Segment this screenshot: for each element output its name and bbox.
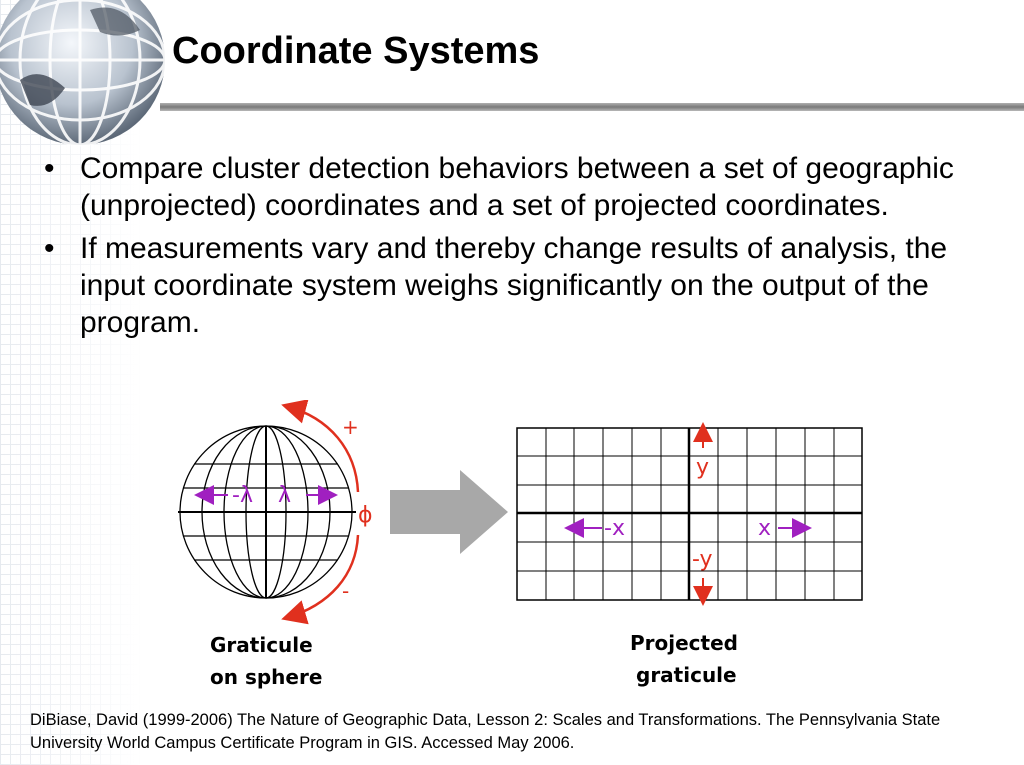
sphere-caption-1: Graticule — [210, 633, 313, 657]
bullet-item: • If measurements vary and thereby chang… — [44, 230, 999, 341]
x-label: x — [758, 516, 771, 541]
slide-title: Coordinate Systems — [172, 30, 540, 72]
grid-caption-1: Projected — [630, 631, 738, 655]
projected-grid — [516, 427, 863, 601]
citation-text: DiBiase, David (1999-2006) The Nature of… — [30, 711, 941, 752]
grid-caption-2: graticule — [636, 663, 737, 687]
bullet-text: Compare cluster detection behaviors betw… — [80, 152, 954, 222]
bullet-list: • Compare cluster detection behaviors be… — [44, 150, 999, 347]
bullet-item: • Compare cluster detection behaviors be… — [44, 150, 999, 224]
phi-label: ϕ — [358, 503, 373, 528]
sphere-caption-2: on sphere — [210, 665, 322, 689]
bullet-text: If measurements vary and thereby change … — [80, 232, 948, 339]
phi-arc-down — [281, 534, 360, 625]
neg-y-label: -y — [692, 547, 713, 572]
phi-arc-up — [281, 400, 360, 493]
sphere-graticule — [178, 425, 356, 599]
neg-lambda-label: -λ — [232, 483, 253, 508]
globe-icon — [0, 0, 167, 147]
bullet-marker: • — [44, 232, 55, 265]
bullet-marker: • — [44, 152, 55, 185]
y-label: y — [696, 455, 709, 480]
coordinate-diagram: -λ λ + ϕ - Graticule on sphere y -y -x x… — [178, 400, 863, 689]
plus-label: + — [342, 415, 359, 439]
transform-arrow — [390, 470, 508, 554]
minus-label: - — [342, 579, 349, 603]
title-rule — [160, 103, 1024, 111]
neg-x-label: -x — [604, 516, 625, 541]
lambda-label: λ — [278, 483, 291, 508]
